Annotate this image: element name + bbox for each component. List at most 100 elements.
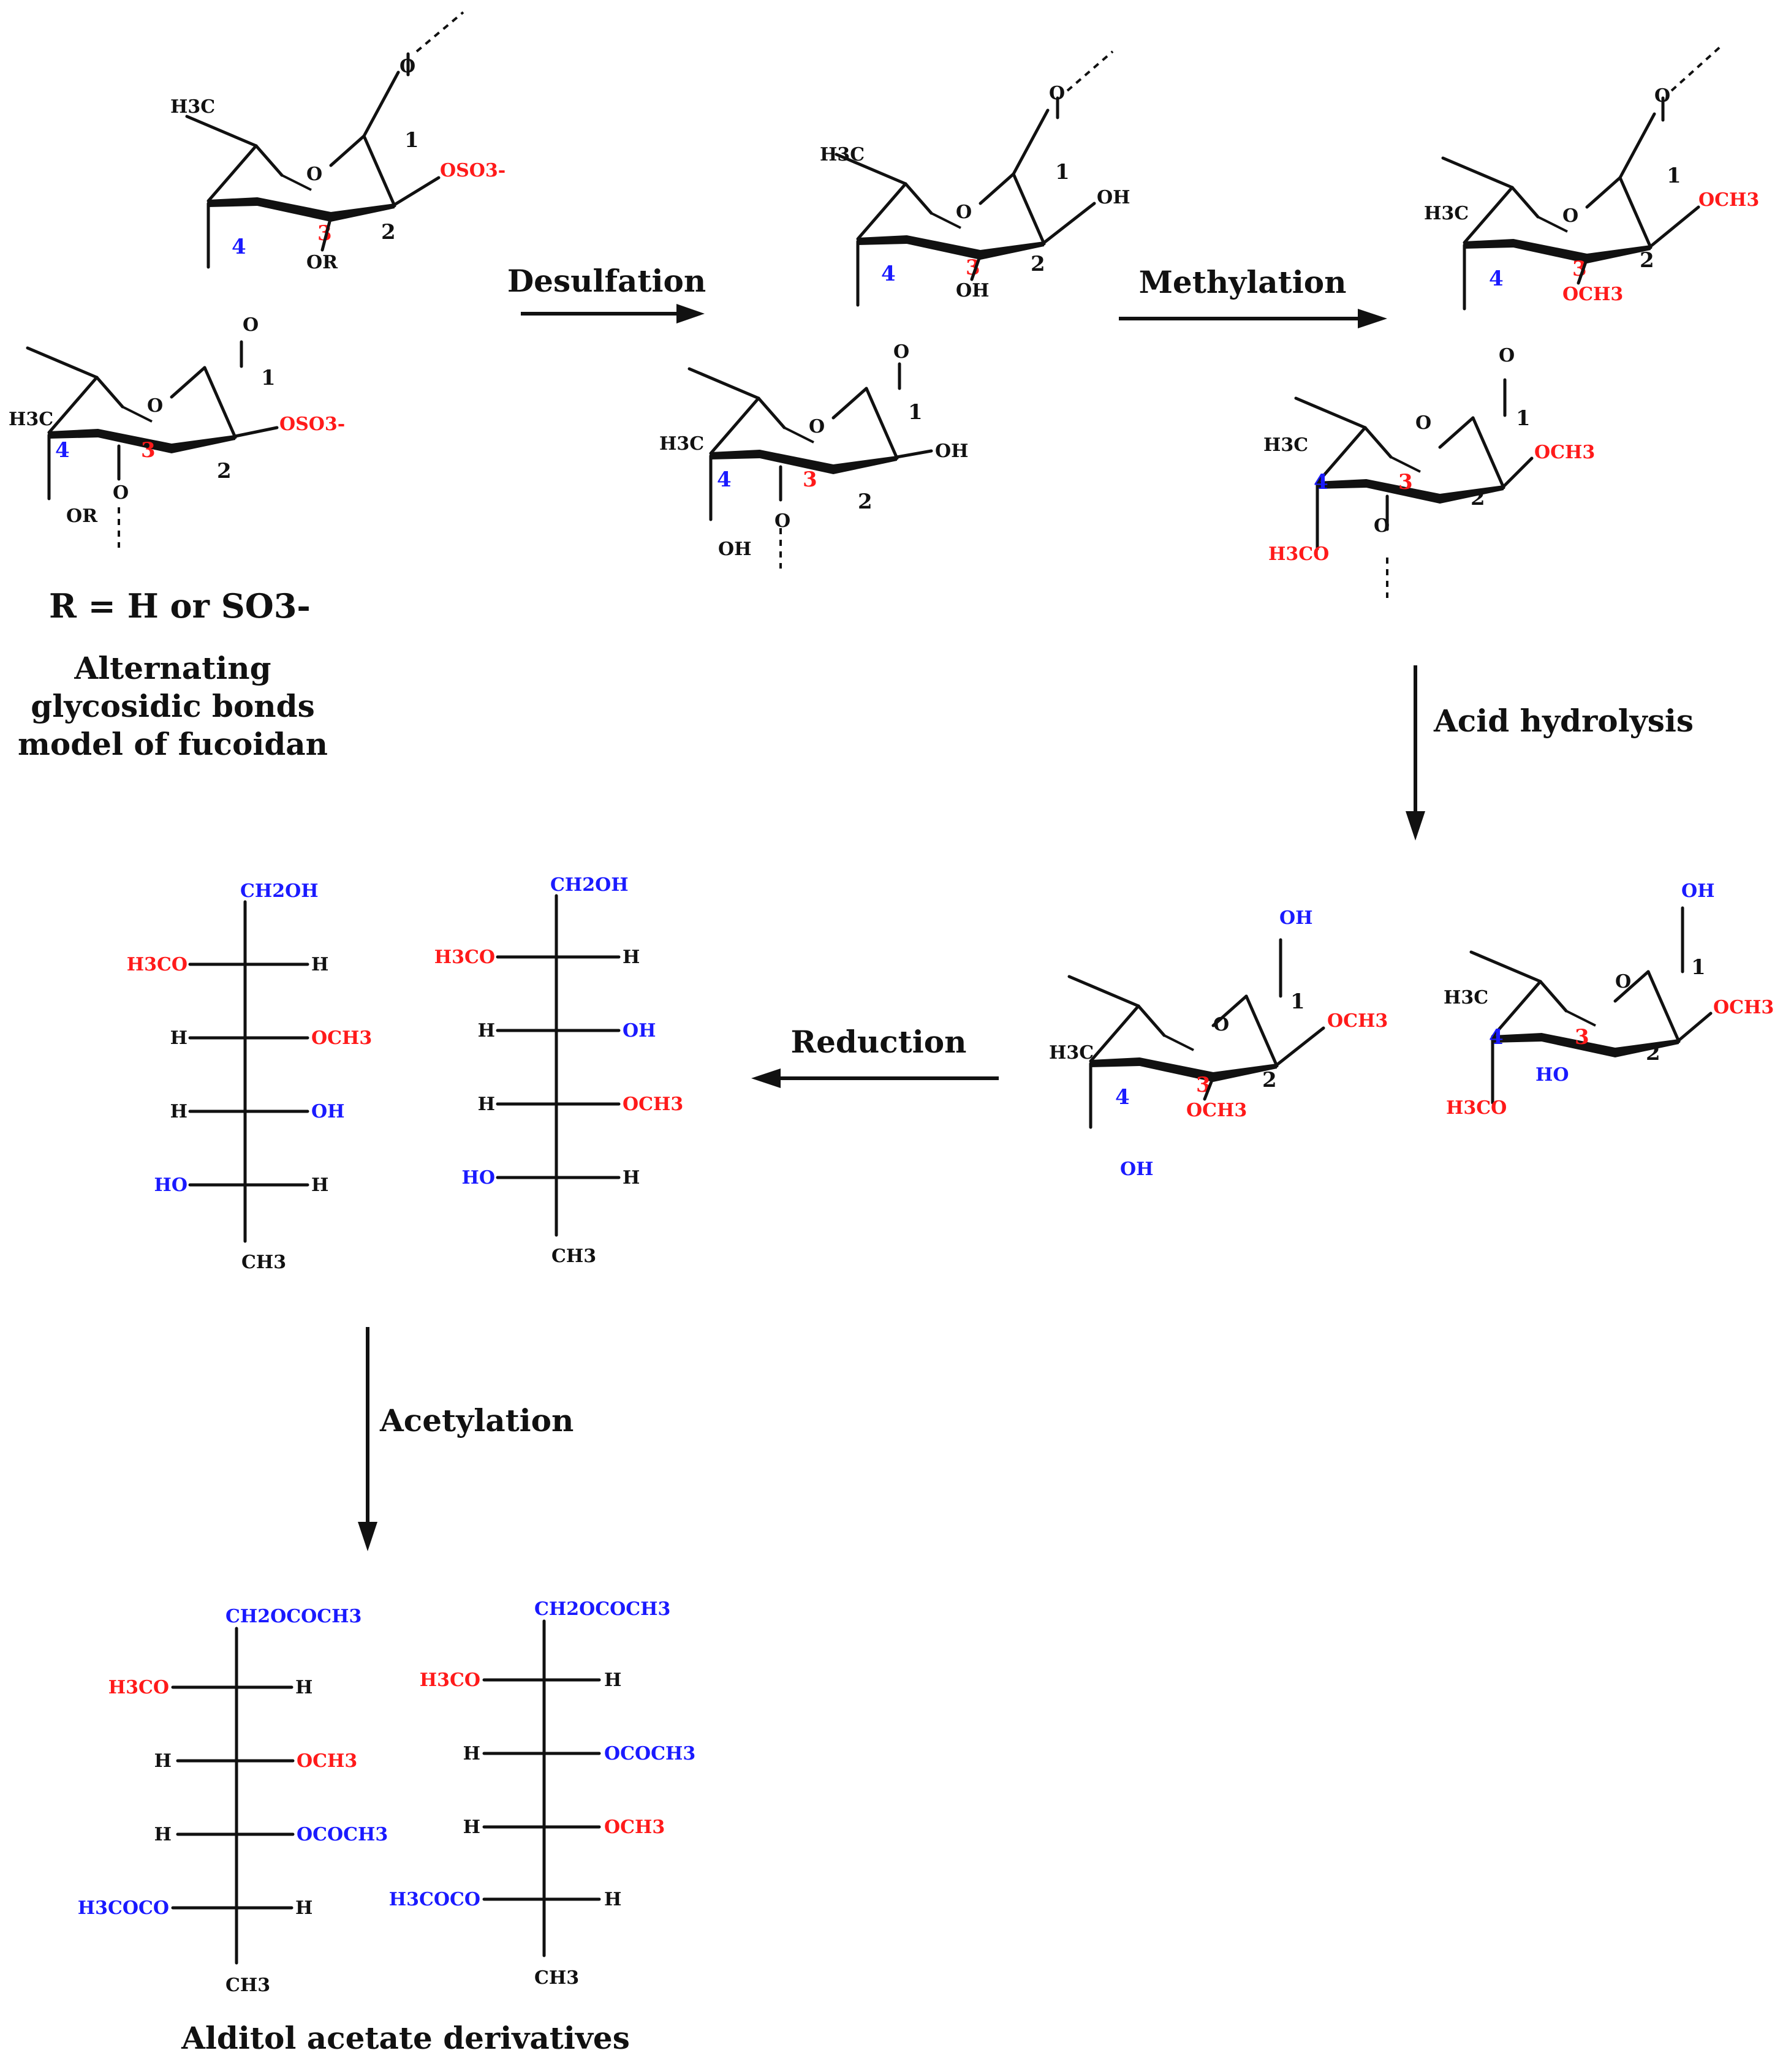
fucoidan-disaccharide: O O 1 2 3 4 H3C OSO3- OR O O 1 2 3 4 H3C… [9, 11, 505, 762]
c2-label: 2 [1031, 252, 1045, 276]
c3-or-group: OR [306, 252, 338, 273]
row3-left: H [170, 1101, 187, 1122]
bottom-group: CH3 [241, 1252, 286, 1273]
c3-hydroxyl: OH [956, 280, 989, 301]
c2-methoxy: OCH3 [1534, 442, 1595, 463]
c2-methoxy: OCH3 [1698, 189, 1759, 211]
row2-left: H [170, 1027, 187, 1049]
row2-left: H [154, 1750, 172, 1772]
row4-left: HO [462, 1167, 495, 1189]
alditol-acetate-right: CH2OCOCH3 CH3 H3CO H H OCOCH3 H OCH3 H3C… [389, 1598, 696, 1989]
c2-sulfate: OSO3- [279, 414, 345, 435]
start-caption-line-2: glycosidic bonds [31, 688, 315, 724]
anomeric-carbon-label: 1 [1691, 955, 1706, 980]
c2-label: 2 [217, 459, 232, 483]
bottom-group: CH3 [225, 1975, 270, 1996]
c3-label: 3 [803, 467, 817, 492]
c2-methoxy: OCH3 [1713, 997, 1774, 1018]
methyl-group: H3C [659, 433, 704, 455]
c3-hydroxyl: HO [1535, 1064, 1569, 1086]
ring-oxygen: O [956, 202, 972, 223]
methyl-group: H3C [9, 409, 53, 430]
anomeric-carbon-label: 1 [404, 128, 419, 153]
top-group: CH2OH [550, 874, 629, 896]
top-group: CH2OCOCH3 [534, 1598, 670, 1620]
c4-label: 4 [1489, 1025, 1504, 1049]
ring-oxygen: O [147, 395, 163, 417]
row3-right: OH [311, 1101, 344, 1122]
row2-right: OCOCH3 [604, 1743, 695, 1764]
methyl-group: H3C [1444, 987, 1488, 1008]
c3-label: 3 [1398, 470, 1413, 494]
c3-methoxy: OCH3 [1562, 284, 1623, 305]
glyco-oxygen-top: O [1049, 83, 1065, 104]
c4-label: 4 [55, 438, 70, 463]
glyco-oxygen-top: O [399, 56, 415, 77]
bottom-group: CH3 [534, 1967, 579, 1989]
row1-right: H [311, 954, 328, 975]
c4-label: 4 [1489, 267, 1504, 291]
c2-hydroxyl: OH [935, 440, 968, 462]
methyl-group: H3C [1049, 1042, 1094, 1064]
anomeric-carbon-label: 1 [261, 366, 276, 390]
row3-right: OCH3 [604, 1817, 665, 1838]
row4-left: H3COCO [389, 1889, 480, 1910]
c3-label: 3 [1575, 1025, 1589, 1049]
row1-left: H3CO [420, 1669, 480, 1691]
row1-right: H [295, 1677, 312, 1698]
monosaccharide-right: OH O 1 2 3 4 H3C OCH3 HO H3CO [1444, 880, 1774, 1119]
top-group: CH2OCOCH3 [225, 1606, 362, 1627]
c4-label: 4 [717, 467, 732, 492]
row4-right: H [311, 1174, 328, 1196]
alditol-left: CH2OH CH3 H3CO H H OCH3 H OH HO H [127, 880, 372, 1273]
glyco-oxygen-link: O [243, 314, 259, 336]
c4-methoxy: H3CO [1446, 1097, 1507, 1119]
row4-right: H [295, 1897, 312, 1919]
start-caption-line-3: model of fucoidan [18, 726, 328, 762]
row4-right: H [623, 1167, 640, 1189]
c4-label: 4 [1314, 470, 1328, 494]
methyl-group: H3C [820, 144, 865, 165]
c4-hydroxyl: OH [718, 539, 751, 560]
c4-or-group: OR [66, 505, 98, 527]
alditol-right: CH2OH CH3 H3CO H H OH H OCH3 HO H [434, 874, 683, 1267]
reduction-arrow: Reduction [751, 1024, 999, 1088]
fucose-ring-upper: O 1 2 3 4 H3C OSO3- OR [170, 72, 505, 273]
c3-methoxy: OCH3 [1186, 1100, 1247, 1121]
row1-right: H [604, 1669, 621, 1691]
fucose-ring-upper: O 1 2 3 4 H3C OCH3 OCH3 [1424, 114, 1759, 309]
anomeric-carbon-label: 1 [1667, 164, 1681, 188]
acid-hydrolysis-arrow: Acid hydrolysis [1406, 665, 1694, 841]
row1-left: H3CO [434, 947, 495, 968]
final-caption: Alditol acetate derivatives [181, 2020, 630, 2056]
row3-left: H [154, 1824, 172, 1845]
c3-label: 3 [1572, 257, 1587, 281]
methylated-monosaccharides: OH O 1 2 3 4 H3C OCH3 OCH3 OH OH O 1 2 3… [1049, 880, 1774, 1180]
desulfation-label: Desulfation [507, 263, 706, 299]
row1-right: H [623, 947, 640, 968]
alditol-acetate-left: CH2OCOCH3 CH3 H3CO H H OCH3 H OCOCH3 H3C… [78, 1606, 388, 1996]
c4-label: 4 [232, 235, 246, 259]
acid-hydrolysis-label: Acid hydrolysis [1433, 703, 1694, 739]
fucose-ring-lower: O 1 2 3 4 H3C OH O OH [659, 362, 968, 569]
glyco-oxygen-top: O [1654, 85, 1670, 107]
row1-left: H3CO [127, 954, 187, 975]
row4-right: H [604, 1889, 621, 1910]
methyl-group: H3C [1424, 203, 1469, 224]
c3-oxygen: O [113, 482, 129, 504]
methylation-label: Methylation [1139, 264, 1347, 300]
reduction-label: Reduction [791, 1024, 967, 1060]
desulfated-disaccharide: O O 1 2 3 4 H3C OH OH O O 1 2 3 4 H3C OH… [659, 50, 1130, 569]
row3-right: OCH3 [623, 1094, 683, 1115]
methylation-arrow: Methylation [1119, 264, 1387, 328]
c2-hydroxyl: OH [1097, 187, 1130, 208]
fucose-ring-lower: O 1 2 3 4 H3C OSO3- O OR [9, 340, 345, 548]
anomeric-hydroxyl: OH [1681, 880, 1714, 902]
start-caption-line-1: Alternating [74, 650, 271, 686]
c2-methoxy: OCH3 [1327, 1010, 1388, 1032]
anomeric-carbon-label: 1 [1055, 160, 1070, 184]
ring-oxygen: O [1415, 412, 1431, 434]
row3-left: H [463, 1817, 480, 1838]
methyl-group: H3C [1263, 434, 1308, 456]
